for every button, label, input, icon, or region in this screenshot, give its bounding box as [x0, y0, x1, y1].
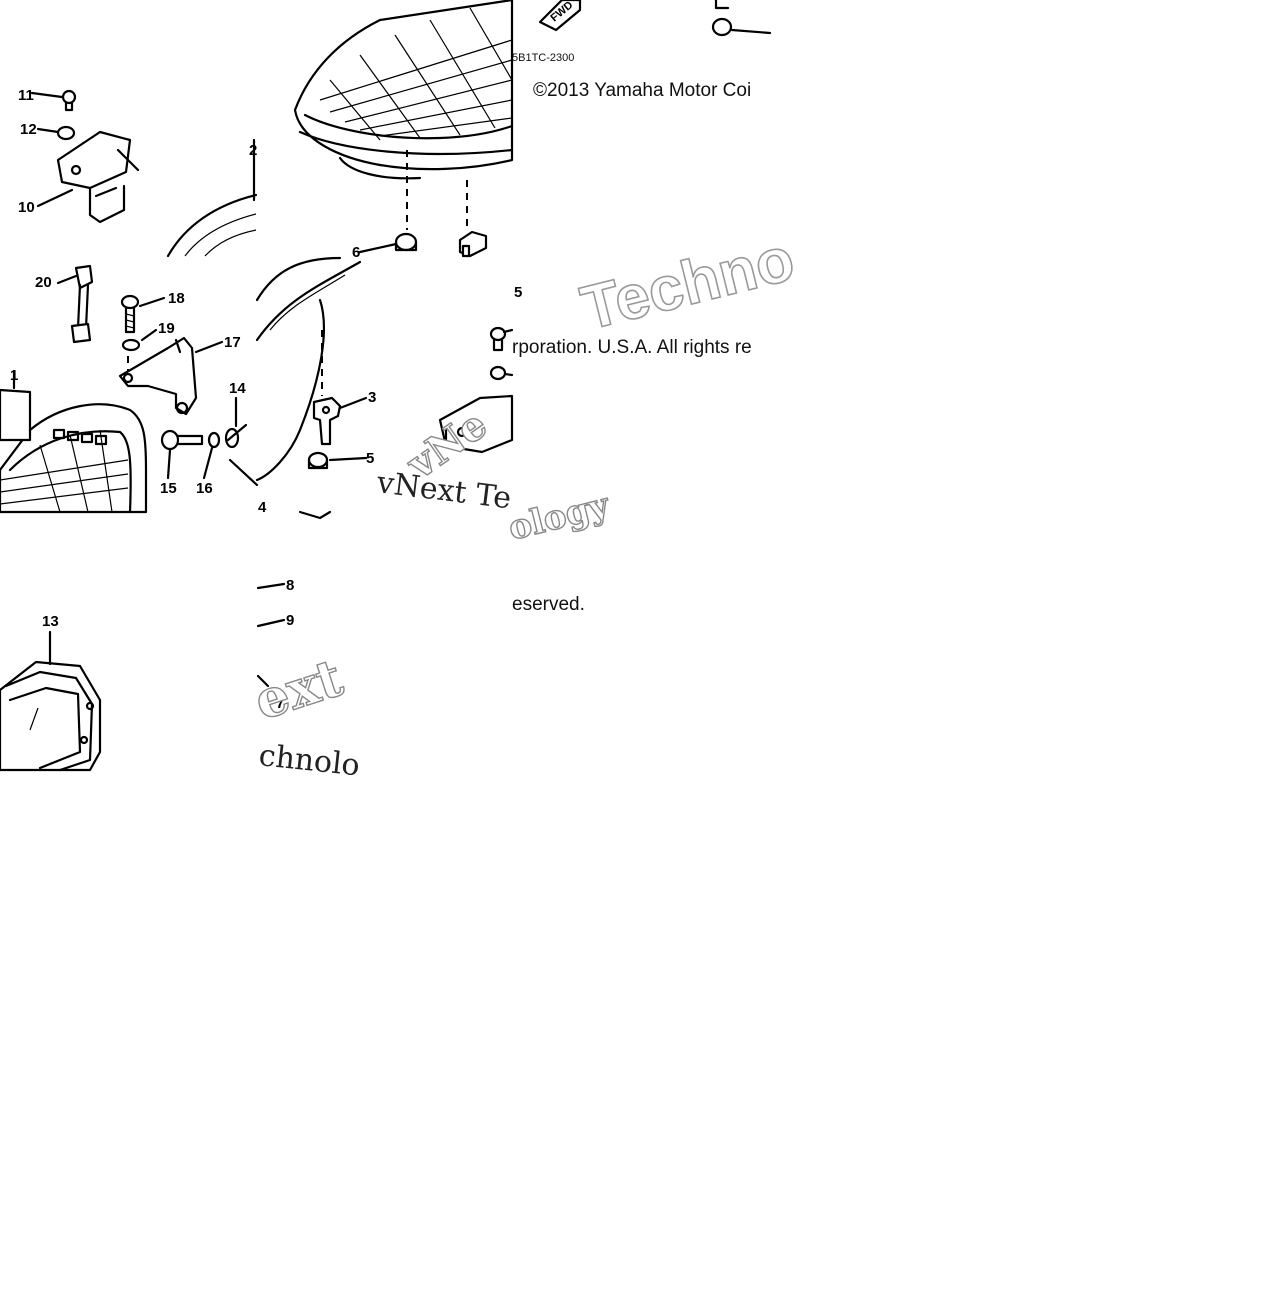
- callout-16: 16: [196, 480, 213, 497]
- copyright-text-part1: ©2013 Yamaha Motor Coi: [533, 80, 751, 101]
- washer-19: [121, 338, 141, 352]
- bracket-10: [56, 130, 140, 224]
- callout-18: 18: [168, 290, 185, 307]
- bracket-17: [118, 336, 198, 416]
- taillight-13: [0, 660, 102, 772]
- callout-15: 15: [160, 480, 177, 497]
- callout-8: 8: [286, 577, 294, 594]
- callout-1: 1: [10, 367, 18, 384]
- bolt-15: [160, 429, 204, 451]
- watermark-ext: ext: [247, 647, 350, 732]
- seat-bracket: [458, 230, 488, 258]
- nut-12: [56, 125, 76, 141]
- callout-12: 12: [20, 121, 37, 138]
- nut-right: [489, 365, 514, 381]
- watermark-chnolo: chnolo: [257, 738, 361, 783]
- diagram-code: 5B1TC-2300: [512, 52, 574, 64]
- watermark-ology: ology: [505, 485, 615, 549]
- fwd-stamp: FWD: [538, 0, 582, 32]
- callout-4: 4: [258, 499, 267, 516]
- callout-14: 14: [229, 380, 246, 397]
- bolt-11: [61, 89, 77, 112]
- callout-6: 6: [352, 244, 360, 261]
- bracket-3: [312, 396, 342, 446]
- callout-20: 20: [35, 274, 52, 291]
- callout-5: 5: [366, 450, 374, 467]
- washer-16: [207, 431, 221, 449]
- watermark-techno: Techno: [575, 224, 801, 343]
- seat-assembly: [293, 0, 514, 180]
- side-panel-1: [0, 370, 32, 442]
- bolt-18: [120, 294, 140, 334]
- callout-13: 13: [42, 613, 59, 630]
- nut-top-right: [711, 0, 772, 37]
- callout-5-upper: 5: [514, 284, 522, 301]
- rear-seat-cover: [0, 403, 148, 514]
- strap-20: [70, 264, 94, 344]
- copyright-text-part3: eserved.: [512, 594, 585, 615]
- rear-fender: [166, 193, 258, 258]
- callout-17: 17: [224, 334, 241, 351]
- side-bracket: [438, 394, 514, 454]
- copyright-text-part2: rporation. U.S.A. All rights re: [512, 337, 752, 358]
- callout-7: 7: [276, 695, 284, 712]
- grommet-5: [307, 451, 329, 470]
- callout-3: 3: [368, 389, 376, 406]
- bolt-right: [489, 326, 514, 352]
- callout-10: 10: [18, 199, 35, 216]
- callout-19: 19: [158, 320, 175, 337]
- seat-grommet: [394, 232, 418, 252]
- frame-rear: [226, 256, 362, 520]
- callout-11: 11: [18, 87, 34, 104]
- callout-9: 9: [286, 612, 294, 629]
